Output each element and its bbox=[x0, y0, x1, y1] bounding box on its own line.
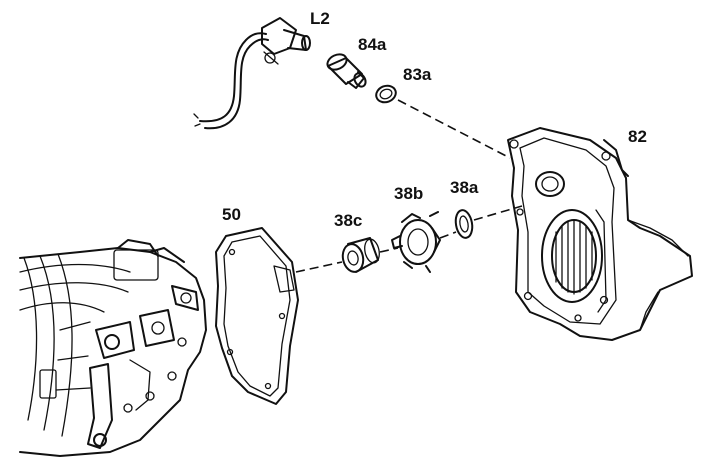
part-82-housing bbox=[507, 127, 693, 341]
part-38a bbox=[454, 209, 474, 239]
part-38c bbox=[341, 237, 380, 273]
callout-82: 82 bbox=[628, 127, 647, 146]
callout-38b: 38b bbox=[394, 184, 423, 203]
callout-50: 50 bbox=[222, 205, 241, 224]
sensor-l2 bbox=[193, 17, 311, 130]
callout-83a: 83a bbox=[403, 65, 432, 84]
part-38b bbox=[391, 211, 441, 273]
leader-83a bbox=[397, 99, 511, 159]
part-83a bbox=[375, 84, 397, 104]
callout-l2: L2 bbox=[310, 9, 330, 28]
callout-38c: 38c bbox=[334, 211, 362, 230]
part-84a bbox=[326, 53, 367, 89]
transmission-body bbox=[19, 239, 207, 457]
part-50-gasket bbox=[215, 227, 299, 405]
callout-84a: 84a bbox=[358, 35, 387, 54]
callout-38a: 38a bbox=[450, 178, 479, 197]
